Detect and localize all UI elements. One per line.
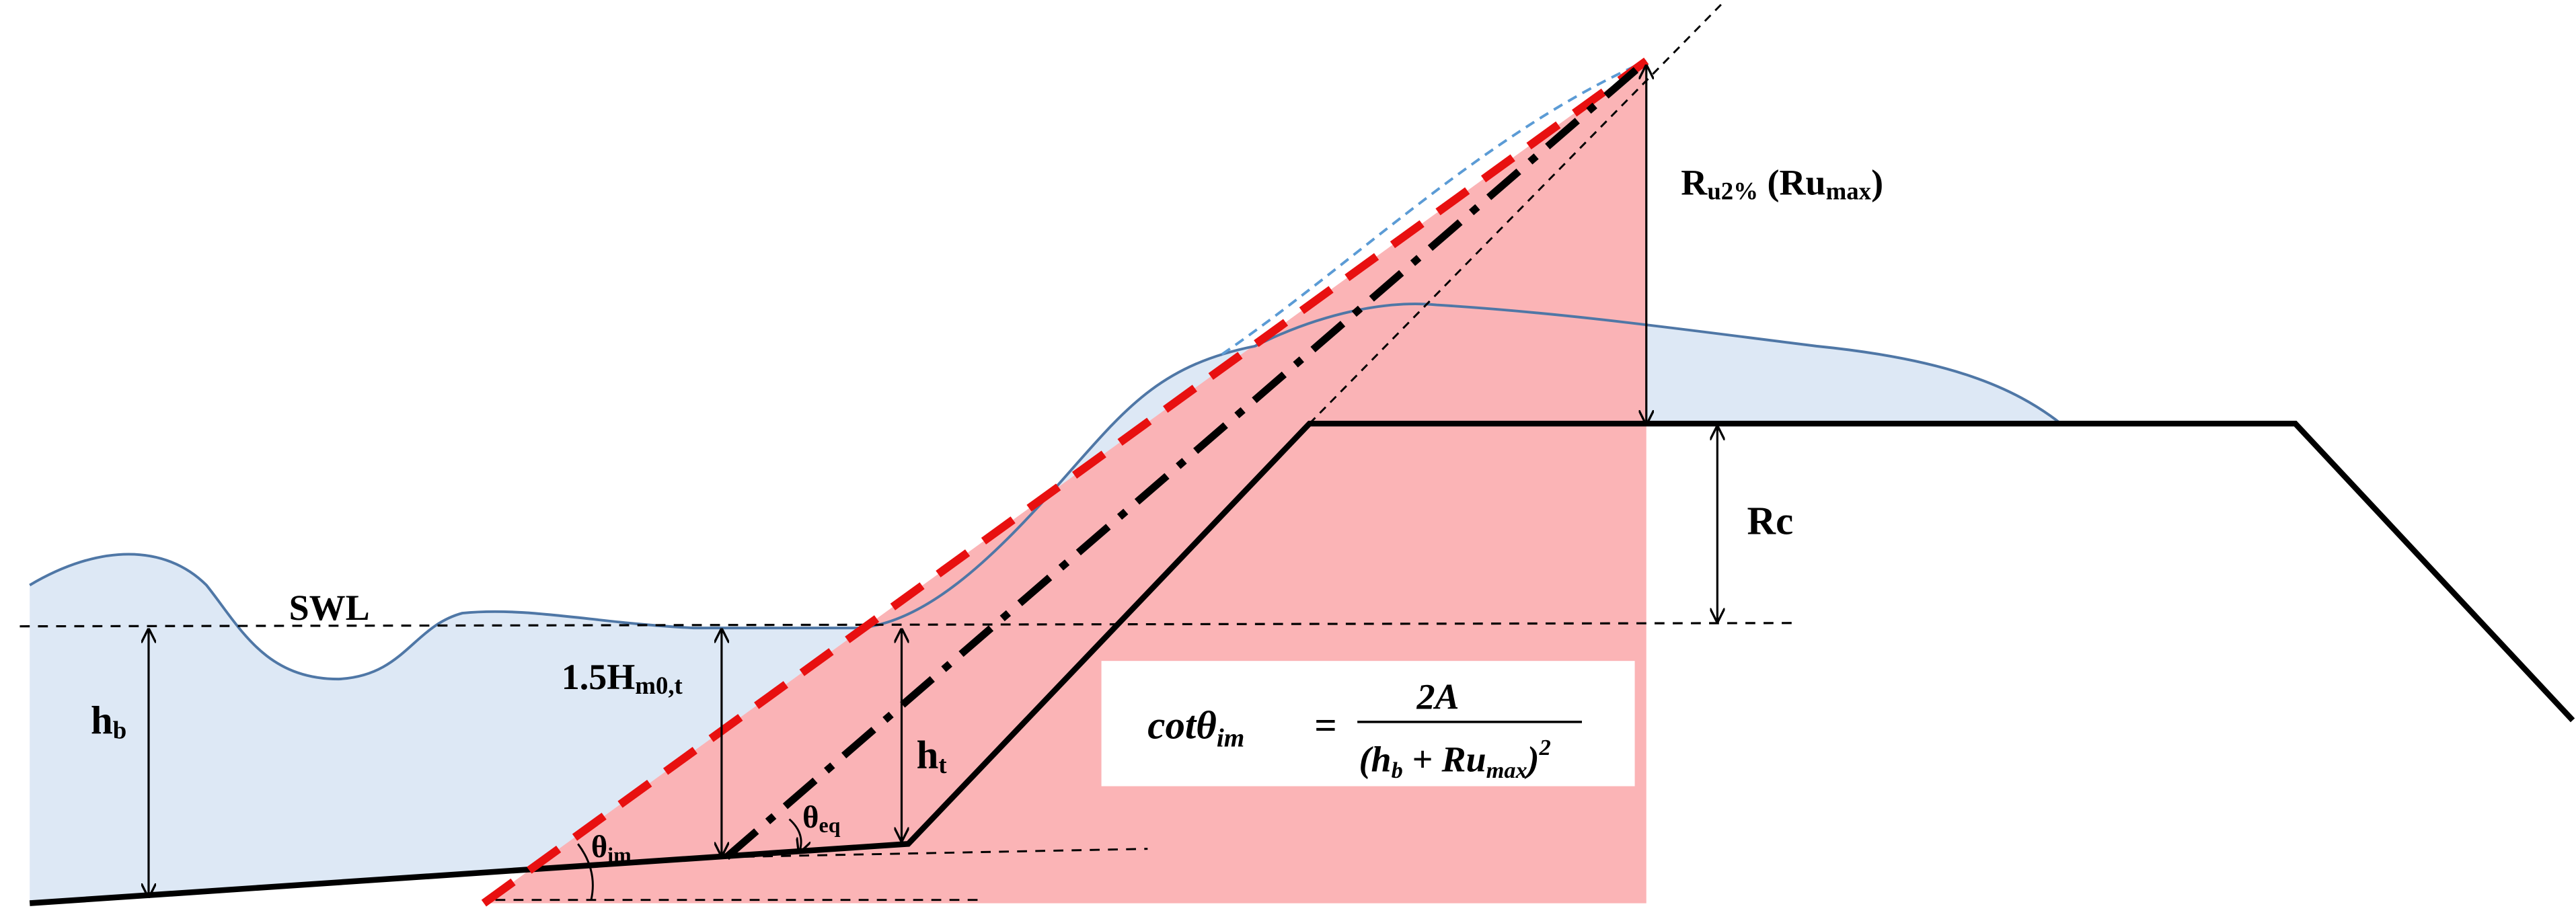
theta-eq-label: θeq xyxy=(802,800,841,837)
theta-eq-line xyxy=(724,58,1649,860)
formula-denominator: (hb + Rumax)2 xyxy=(1359,735,1551,783)
water-surface-line xyxy=(29,303,2062,681)
slope-extension-line xyxy=(1308,0,1727,425)
theta-eq-arc xyxy=(788,818,802,852)
rc-label: Rc xyxy=(1747,499,1794,543)
runup-curve-blue xyxy=(1221,59,1647,356)
theta-im-label: θim xyxy=(591,830,632,867)
theta-im-line xyxy=(481,57,1649,907)
formula-equals: = xyxy=(1314,703,1337,747)
theta-im-arc xyxy=(577,843,594,900)
hb-label: hb xyxy=(91,698,126,744)
ru-label: Ru2% (Rumax) xyxy=(1681,162,1883,204)
ht-label: ht xyxy=(917,733,948,778)
formula-numerator: 2A xyxy=(1416,676,1459,717)
h15-label: 1.5Hm0,t xyxy=(562,657,683,699)
formula-box xyxy=(1101,661,1635,787)
swl-line xyxy=(20,622,1792,628)
formula-lhs: cotθim xyxy=(1147,703,1244,752)
toe-ref-line xyxy=(726,848,1148,858)
swl-label: SWL xyxy=(289,588,370,628)
